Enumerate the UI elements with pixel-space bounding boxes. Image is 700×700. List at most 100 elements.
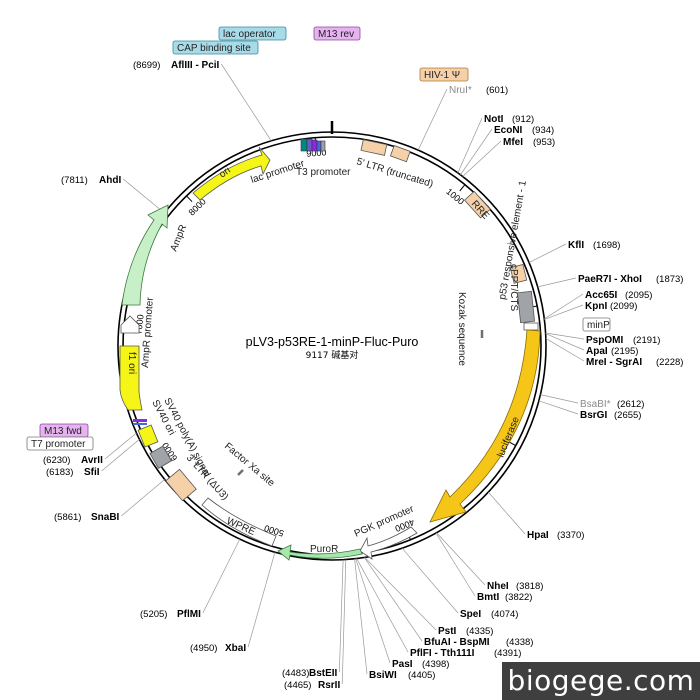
site-pflfi-name: PflFI - Tth111I <box>410 648 475 659</box>
feature-rre <box>463 190 491 219</box>
site-leader-line <box>355 558 391 664</box>
feature-puror <box>277 544 363 561</box>
site-leader-line <box>545 333 585 351</box>
feature-pgk-promoter <box>359 526 418 560</box>
site-acc65i-name: Acc65I <box>585 290 617 301</box>
site-leader-line <box>488 491 526 535</box>
site-leader-line <box>101 439 140 472</box>
site-noti-pos: (912) <box>512 114 534 125</box>
feature-grey-block <box>320 140 326 152</box>
site-leader-line <box>435 532 476 597</box>
site-spei-name: SpeI <box>460 609 481 620</box>
site-hpai-pos: (3370) <box>557 530 584 541</box>
site-rsrii-pos: (4465) <box>284 680 311 691</box>
site-hpai-name: HpaI <box>527 530 549 541</box>
site-leader-line <box>540 394 579 404</box>
feature-ampr-promoter-label: AmpR promoter <box>140 296 156 368</box>
boxed-labels: lac operator CAP binding site M13 rev HI… <box>26 26 611 451</box>
feature-ampr-promoter <box>120 315 140 334</box>
site-leader-line <box>221 63 272 142</box>
site-leader-line <box>121 479 165 517</box>
t7-box <box>26 436 94 451</box>
feature-lac-operator <box>300 138 308 152</box>
m13fwd-label: M13 fwd <box>44 426 82 437</box>
site-ahdi-pos: (7811) <box>61 175 88 186</box>
site-aflIII-name: AflIII - PciI <box>171 60 220 71</box>
feature-rre-label: RRE <box>469 199 492 222</box>
site-leader-line <box>354 558 368 675</box>
feature-3ltr-label: 3' LTR (ΔU3) <box>184 453 231 503</box>
site-ahdi-name: AhdI <box>99 175 121 186</box>
feature-kozak-label: Kozak sequence <box>456 292 467 366</box>
site-nhei-pos: (3818) <box>516 581 543 592</box>
site-aflIII-pos: (8699) <box>133 60 160 71</box>
site-leader-line <box>417 88 448 151</box>
site-leader-line <box>104 432 137 460</box>
feature-sv40-polya-label: SV40 poly(A) signal <box>161 396 212 479</box>
site-bsteii-pos: (4483) <box>282 668 309 679</box>
feature-3ltr <box>165 468 197 502</box>
site-bfuai-pos: (4338) <box>506 637 533 648</box>
site-pflmi-name: PflMI <box>177 609 201 620</box>
site-pasi-pos: (4398) <box>422 659 449 670</box>
feature-5ltr-b <box>389 145 411 163</box>
site-leader-line <box>341 559 347 685</box>
site-leader-line <box>457 117 483 174</box>
site-bsiwi-name: BsiWI <box>369 670 397 681</box>
site-xhoi-name: PaeR7I - XhoI <box>578 274 642 285</box>
feature-5ltr-label: 5' LTR (truncated) <box>355 156 434 190</box>
tick-mark <box>459 184 466 192</box>
site-pspomi-name: PspOMI <box>586 335 623 346</box>
site-sfii-pos: (6183) <box>46 467 73 478</box>
site-leader-line <box>538 400 579 415</box>
m13rev-box <box>313 26 361 41</box>
t7-label: T7 promoter <box>31 439 86 450</box>
plasmid-size: 9117 碱基对 <box>306 349 359 361</box>
feature-ampr <box>121 204 169 306</box>
site-mfei-pos: (953) <box>533 137 555 148</box>
hiv-psi-box <box>419 67 469 82</box>
site-leader-line <box>202 538 241 614</box>
m13rev-label: M13 rev <box>318 29 354 40</box>
site-psti-name: PstI <box>438 626 457 637</box>
feature-t3-block <box>316 140 322 152</box>
site-bsabi-pos: (2612) <box>617 399 644 410</box>
site-xhoi-pos: (1873) <box>656 274 683 285</box>
site-leader-line <box>401 547 459 614</box>
site-leader-line <box>528 243 567 263</box>
site-leader-line <box>364 557 423 642</box>
feature-cap-block <box>306 138 313 152</box>
lac-operator-box <box>218 26 287 41</box>
site-leader-line <box>247 552 276 648</box>
site-leader-line <box>122 178 165 214</box>
tick-label: 1000 <box>444 186 466 206</box>
site-bfuai-name: BfuAI - BspMI <box>424 637 490 648</box>
site-xbai-pos: (4950) <box>190 643 217 654</box>
site-leader-line <box>356 558 409 653</box>
feature-m13fwd-block <box>133 419 147 422</box>
feature-f1ori <box>119 345 143 411</box>
site-kpni-pos: (2099) <box>610 301 637 312</box>
site-mfei-name: MfeI <box>503 137 523 148</box>
site-bsrgi-name: BsrGI <box>580 410 607 421</box>
site-leaders <box>101 63 585 685</box>
feature-t7-block <box>133 423 147 425</box>
feature-ori-label: ori <box>217 165 232 180</box>
site-leader-line <box>462 140 502 177</box>
site-nrui-name: NruI* <box>449 85 472 96</box>
minp-box <box>582 317 611 332</box>
site-pflmi-pos: (5205) <box>140 609 167 620</box>
feature-factorxa-label: Factor Xa site <box>222 441 277 489</box>
site-kfli-pos: (1698) <box>593 240 620 251</box>
site-nrui-pos: (601) <box>486 85 508 96</box>
restriction-sites: (8699) AflIII - PciI NruI* (601) NotI (9… <box>43 60 683 691</box>
feature-sv40-ori <box>137 424 159 448</box>
minp-label: minP <box>587 320 610 331</box>
site-bsrgi-pos: (2655) <box>614 410 641 421</box>
feature-luciferase <box>429 329 541 523</box>
site-leader-line <box>544 304 584 320</box>
site-spei-pos: (4074) <box>491 609 518 620</box>
feature-cppt-label: cPPT/CTS <box>508 264 519 312</box>
site-bmti-name: BmtI <box>477 592 499 603</box>
